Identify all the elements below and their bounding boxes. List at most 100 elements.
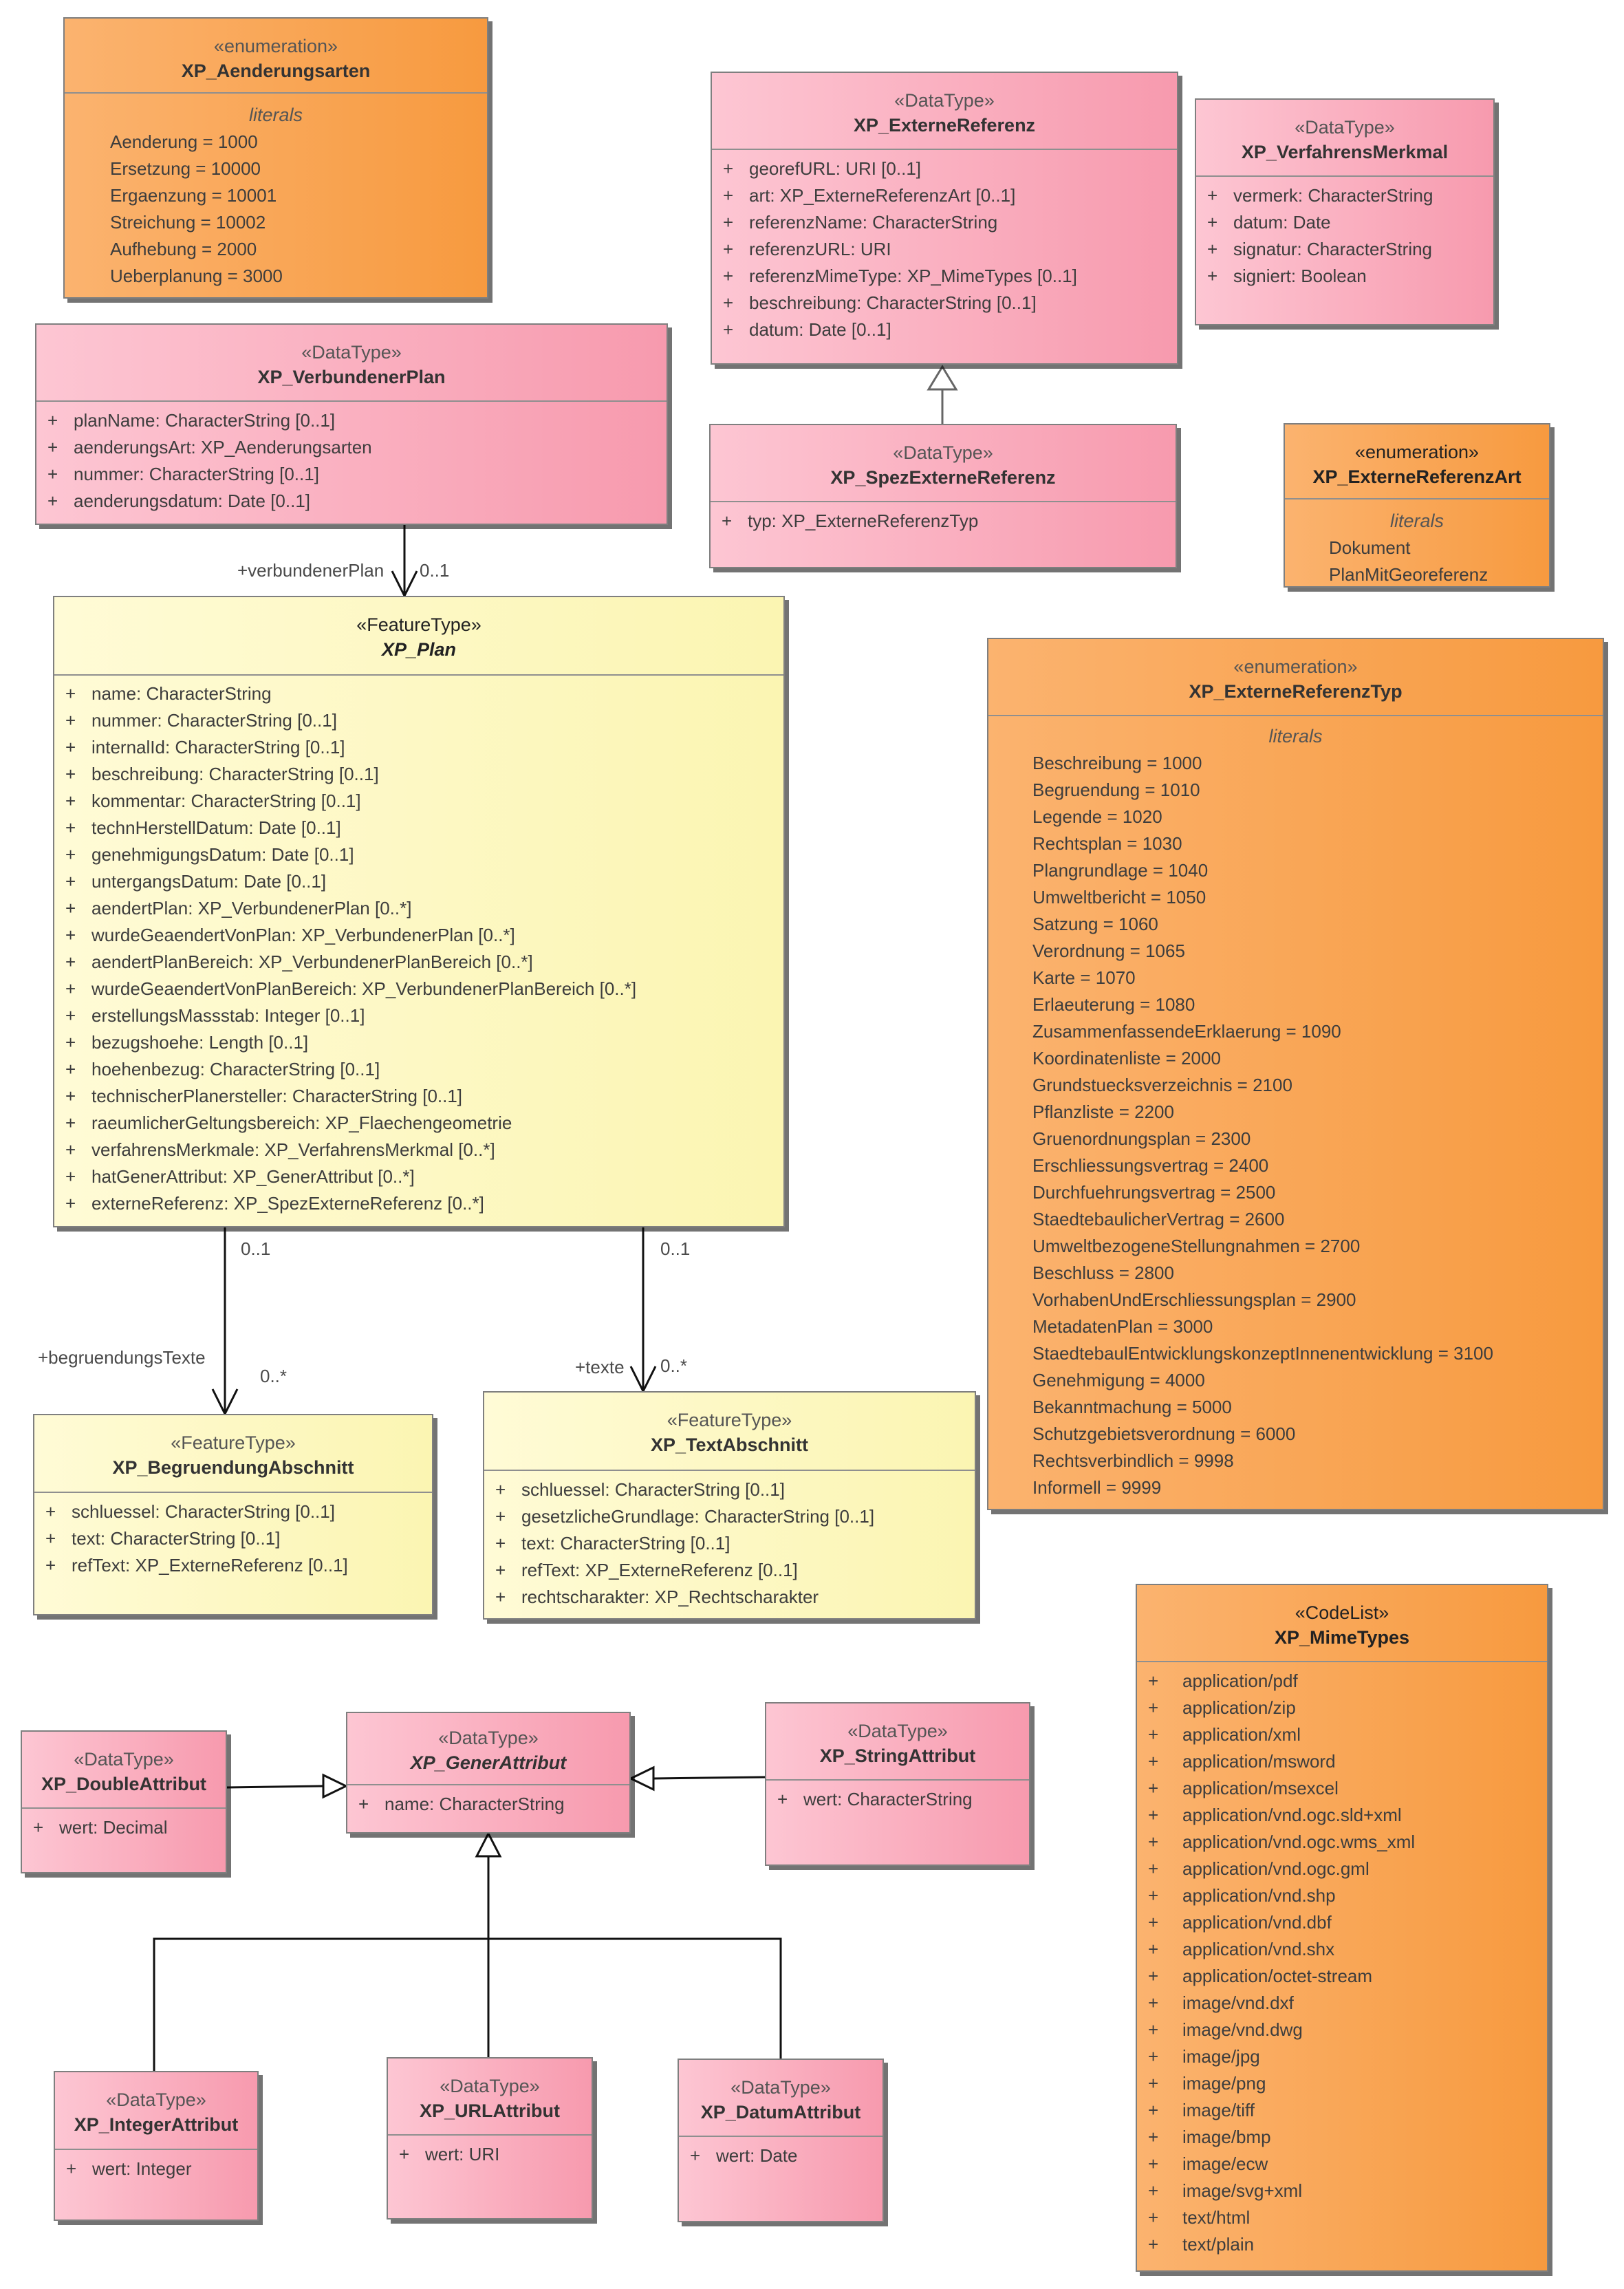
visibility: + <box>65 764 76 784</box>
attribute-text: image/vnd.dxf <box>1182 1992 1294 2013</box>
literal: Legende = 1020 <box>1032 806 1162 827</box>
attribute-row: +georefURL: URI [0..1] <box>712 155 1177 182</box>
attribute-row: +image/vnd.dxf <box>1137 1990 1547 2017</box>
class-xp-verbundenerplan[interactable]: «DataType» XP_VerbundenerPlan +planName:… <box>35 323 668 525</box>
visibility: + <box>65 817 76 838</box>
attribute-text: wert: URI <box>425 2144 500 2164</box>
attribute-row: +text/html <box>1137 2204 1547 2231</box>
visibility: + <box>65 1059 76 1079</box>
attribute-text: refText: XP_ExterneReferenz [0..1] <box>521 1560 798 1580</box>
visibility: + <box>399 2144 410 2164</box>
attribute-row: + erstellungsMassstab: Integer [0..1] <box>54 1002 783 1029</box>
class-xp-aenderungsarten[interactable]: «enumeration» XP_Aenderungsarten literal… <box>63 17 488 299</box>
literals-compartment: literals Aenderung = 1000 Ersetzung = 10… <box>65 94 487 290</box>
literal: Erschliessungsvertrag = 2400 <box>1032 1155 1269 1176</box>
class-header: «DataType» XP_IntegerAttribut <box>55 2072 257 2150</box>
class-xp-textabschnitt[interactable]: «FeatureType» XP_TextAbschnitt +schluess… <box>483 1391 976 1620</box>
attribute-text: internalId: CharacterString [0..1] <box>91 737 345 757</box>
literal: Ersetzung = 10000 <box>110 158 261 179</box>
attribute-text: nummer: CharacterString [0..1] <box>74 464 319 484</box>
attribute-text: rechtscharakter: XP_Rechtscharakter <box>521 1587 819 1607</box>
attribute-row: +text: CharacterString [0..1] <box>484 1530 975 1557</box>
visibility: + <box>1148 1670 1159 1691</box>
attribute-text: raeumlicherGeltungsbereich: XP_Flaecheng… <box>91 1113 512 1133</box>
attribute-text: schluessel: CharacterString [0..1] <box>521 1479 785 1500</box>
class-name: XP_BegruendungAbschnitt <box>112 1457 354 1478</box>
class-header: «DataType» XP_DoubleAttribut <box>22 1732 226 1809</box>
literal: Karte = 1070 <box>1032 967 1136 988</box>
attributes-compartment: +vermerk: CharacterString +datum: Date +… <box>1196 177 1493 290</box>
literals-compartment: literals Beschreibung = 1000 Begruendung… <box>988 716 1603 1501</box>
attributes-compartment: +schluessel: CharacterString [0..1] +tex… <box>34 1493 432 1579</box>
attribute-row: +wert: Date <box>679 2142 883 2169</box>
class-xp-begruendungabschnitt[interactable]: «FeatureType» XP_BegruendungAbschnitt +s… <box>33 1414 433 1615</box>
visibility: + <box>1148 2180 1159 2201</box>
visibility: + <box>47 410 58 431</box>
literal: Aenderung = 1000 <box>110 131 258 152</box>
attribute-text: externeReferenz: XP_SpezExterneReferenz … <box>91 1193 484 1214</box>
visibility: + <box>65 710 76 731</box>
visibility: + <box>495 1560 506 1580</box>
class-xp-externereferenzart[interactable]: «enumeration» XP_ExterneReferenzArt lite… <box>1284 423 1550 588</box>
attribute-text: application/zip <box>1182 1697 1296 1718</box>
visibility: + <box>1148 2046 1159 2067</box>
attribute-row: +application/msword <box>1137 1748 1547 1775</box>
attribute-row: +application/vnd.ogc.sld+xml <box>1137 1802 1547 1829</box>
attribute-text: erstellungsMassstab: Integer [0..1] <box>91 1005 365 1026</box>
visibility: + <box>65 925 76 945</box>
attribute-text: image/ecw <box>1182 2153 1268 2174</box>
visibility: + <box>65 1005 76 1026</box>
class-header: «FeatureType» XP_BegruendungAbschnitt <box>34 1415 432 1493</box>
attribute-row: +beschreibung: CharacterString [0..1] <box>712 290 1177 316</box>
begruendungstexte-source-multiplicity: 0..1 <box>241 1238 271 1259</box>
visibility: + <box>65 1166 76 1187</box>
stereotype: «DataType» <box>301 342 402 363</box>
class-xp-plan[interactable]: «FeatureType» XP_Plan +name: CharacterSt… <box>53 596 785 1227</box>
class-header: «DataType» XP_ExterneReferenz <box>712 73 1177 150</box>
attribute-text: application/xml <box>1182 1724 1301 1745</box>
class-xp-doubleattribut[interactable]: «DataType» XP_DoubleAttribut +wert: Deci… <box>21 1730 227 1873</box>
stereotype: «DataType» <box>894 90 995 111</box>
visibility: + <box>1148 2127 1159 2147</box>
section-label: literals <box>248 105 303 125</box>
attributes-compartment: +name: CharacterString <box>347 1785 629 1818</box>
attribute-row: +wurdeGeaendertVonPlan: XP_VerbundenerPl… <box>54 922 783 949</box>
attribute-text: image/tiff <box>1182 2100 1255 2120</box>
class-xp-datumattribut[interactable]: «DataType» XP_DatumAttribut +wert: Date <box>678 2059 884 2222</box>
stereotype: «DataType» <box>1295 117 1395 138</box>
class-name: XP_SpezExterneReferenz <box>830 467 1056 488</box>
class-xp-stringattribut[interactable]: «DataType» XP_StringAttribut +wert: Char… <box>765 1702 1030 1866</box>
string-generalization-arrowhead <box>628 1765 655 1792</box>
attribute-text: application/vnd.shp <box>1182 1885 1336 1906</box>
tree-generalization-arrowhead <box>475 1831 502 1858</box>
class-xp-externereferenztyp[interactable]: «enumeration» XP_ExterneReferenzTyp lite… <box>987 638 1604 1510</box>
class-name: XP_ExterneReferenz <box>853 115 1036 136</box>
class-xp-mimetypes[interactable]: «CodeList» XP_MimeTypes +application/pdf… <box>1136 1584 1548 2272</box>
visibility: + <box>65 1032 76 1053</box>
attribute-text: aenderungsArt: XP_Aenderungsarten <box>74 437 372 458</box>
attribute-text: aenderungsdatum: Date [0..1] <box>74 491 311 511</box>
class-xp-generattribut[interactable]: «DataType» XP_GenerAttribut +name: Chara… <box>346 1712 631 1834</box>
attribute-row: +image/png <box>1137 2070 1547 2097</box>
visibility: + <box>47 491 58 511</box>
attribute-row: +schluessel: CharacterString [0..1] <box>484 1476 975 1503</box>
attribute-row: +referenzName: CharacterString <box>712 209 1177 236</box>
class-header: «FeatureType» XP_TextAbschnitt <box>484 1393 975 1471</box>
verbundenerplan-role-label: +verbundenerPlan <box>237 560 385 581</box>
attribute-text: referenzMimeType: XP_MimeTypes [0..1] <box>749 266 1077 286</box>
stereotype: «FeatureType» <box>356 614 481 635</box>
class-xp-spezexternereferenz[interactable]: «DataType» XP_SpezExterneReferenz +typ: … <box>709 424 1177 568</box>
class-xp-verfahrensmerkmal[interactable]: «DataType» XP_VerfahrensMerkmal +vermerk… <box>1195 98 1495 325</box>
attribute-row: +wert: Integer <box>55 2156 257 2182</box>
class-xp-externereferenz[interactable]: «DataType» XP_ExterneReferenz +georefURL… <box>711 72 1178 365</box>
stereotype: «FeatureType» <box>171 1432 296 1453</box>
attribute-text: name: CharacterString <box>91 683 272 704</box>
class-xp-integerattribut[interactable]: «DataType» XP_IntegerAttribut +wert: Int… <box>54 2071 259 2221</box>
visibility: + <box>65 1139 76 1160</box>
literal: Grundstuecksverzeichnis = 2100 <box>1032 1075 1292 1095</box>
visibility: + <box>65 791 76 811</box>
begruendungstexte-target-multiplicity: 0..* <box>260 1366 288 1386</box>
attribute-row: +application/xml <box>1137 1721 1547 1748</box>
double-generalization-arrowhead <box>322 1773 349 1799</box>
class-xp-urlattribut[interactable]: «DataType» XP_URLAttribut +wert: URI <box>387 2057 593 2220</box>
